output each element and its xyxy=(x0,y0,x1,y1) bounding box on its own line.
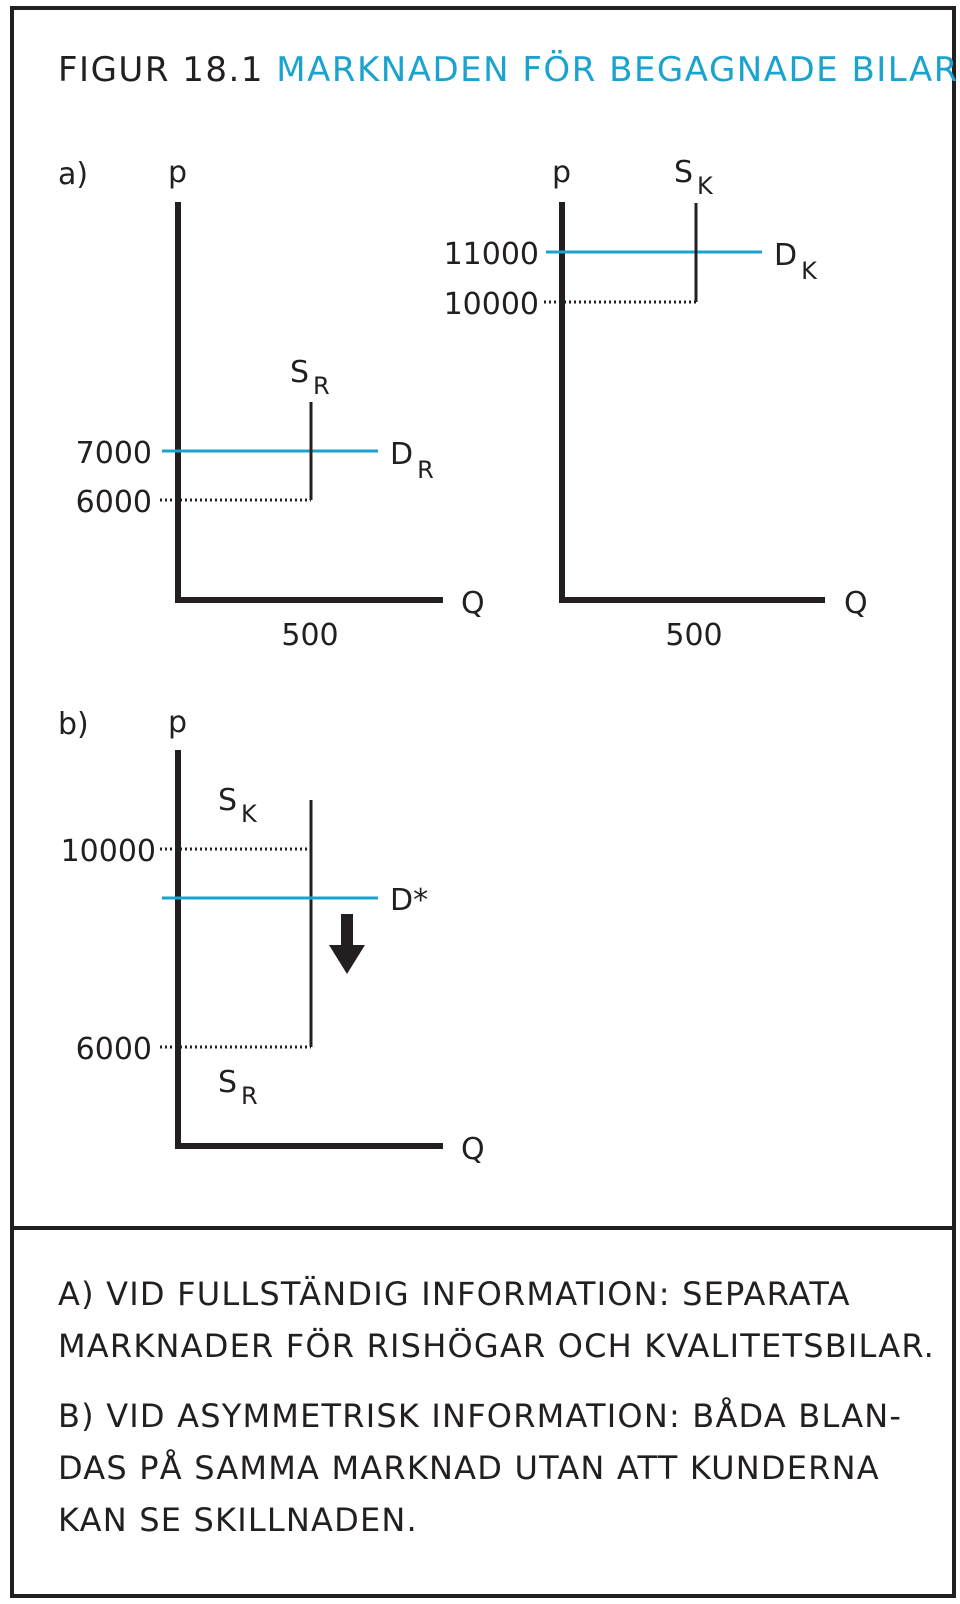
panel-a-label: a) xyxy=(58,157,88,192)
panel-b-price-high-label: 10000 xyxy=(61,834,156,869)
panel-b-supply-high-subscript: K xyxy=(241,800,258,828)
panel-a-right-supply-subscript: K xyxy=(697,172,714,200)
down-arrow-icon xyxy=(329,914,365,974)
figure-title: FIGUR 18.1 MARKNADEN FÖR BEGAGNADE BILAR xyxy=(58,50,959,90)
panel-a-right-y-axis-label: p xyxy=(552,155,571,190)
panel-a-right-price-low-label: 10000 xyxy=(444,287,539,322)
figure-caption: A) VID FULLSTÄNDIG INFORMATION: SEPARATA… xyxy=(58,1268,938,1564)
panel-a-right-quantity-label: 500 xyxy=(665,618,722,653)
panel-b-demand-label: D* xyxy=(390,883,428,918)
panel-b-x-axis-label: Q xyxy=(461,1132,485,1167)
panel-a-left-supply-subscript: R xyxy=(313,372,330,400)
panel-a-left-y-axis-label: p xyxy=(168,155,187,190)
panel-a-right-price-high-label: 11000 xyxy=(444,237,539,272)
figure-frame xyxy=(10,6,956,1598)
caption-line-b: B) VID ASYMMETRISK INFORMATION: BÅDA BLA… xyxy=(58,1397,903,1539)
panel-a-right-axes xyxy=(559,202,825,603)
panel-a-right-x-axis-label: Q xyxy=(844,586,868,621)
panel-a-left-quantity-label: 500 xyxy=(281,618,338,653)
figure-number: FIGUR 18.1 xyxy=(58,50,264,90)
panel-b-y-axis-label: p xyxy=(168,705,187,740)
panel-b-price-low-label: 6000 xyxy=(76,1032,152,1067)
panel-a-right-demand-subscript: K xyxy=(801,257,818,285)
panel-a-left-x-axis-label: Q xyxy=(461,586,485,621)
panel-a-left-demand-subscript: R xyxy=(417,456,434,484)
panel-a-left-axes xyxy=(175,202,443,603)
panel-b-supply-low-subscript: R xyxy=(241,1082,258,1110)
panel-a-left-price-high-label: 7000 xyxy=(76,436,152,471)
panel-b-axes xyxy=(175,750,443,1149)
panel-a-left-price-low-label: 6000 xyxy=(76,485,152,520)
figure-title-text: MARKNADEN FÖR BEGAGNADE BILAR xyxy=(276,50,959,90)
panel-b-label: b) xyxy=(58,707,89,742)
caption-divider xyxy=(10,1226,956,1230)
caption-line-a: A) VID FULLSTÄNDIG INFORMATION: SEPARATA… xyxy=(58,1275,936,1365)
